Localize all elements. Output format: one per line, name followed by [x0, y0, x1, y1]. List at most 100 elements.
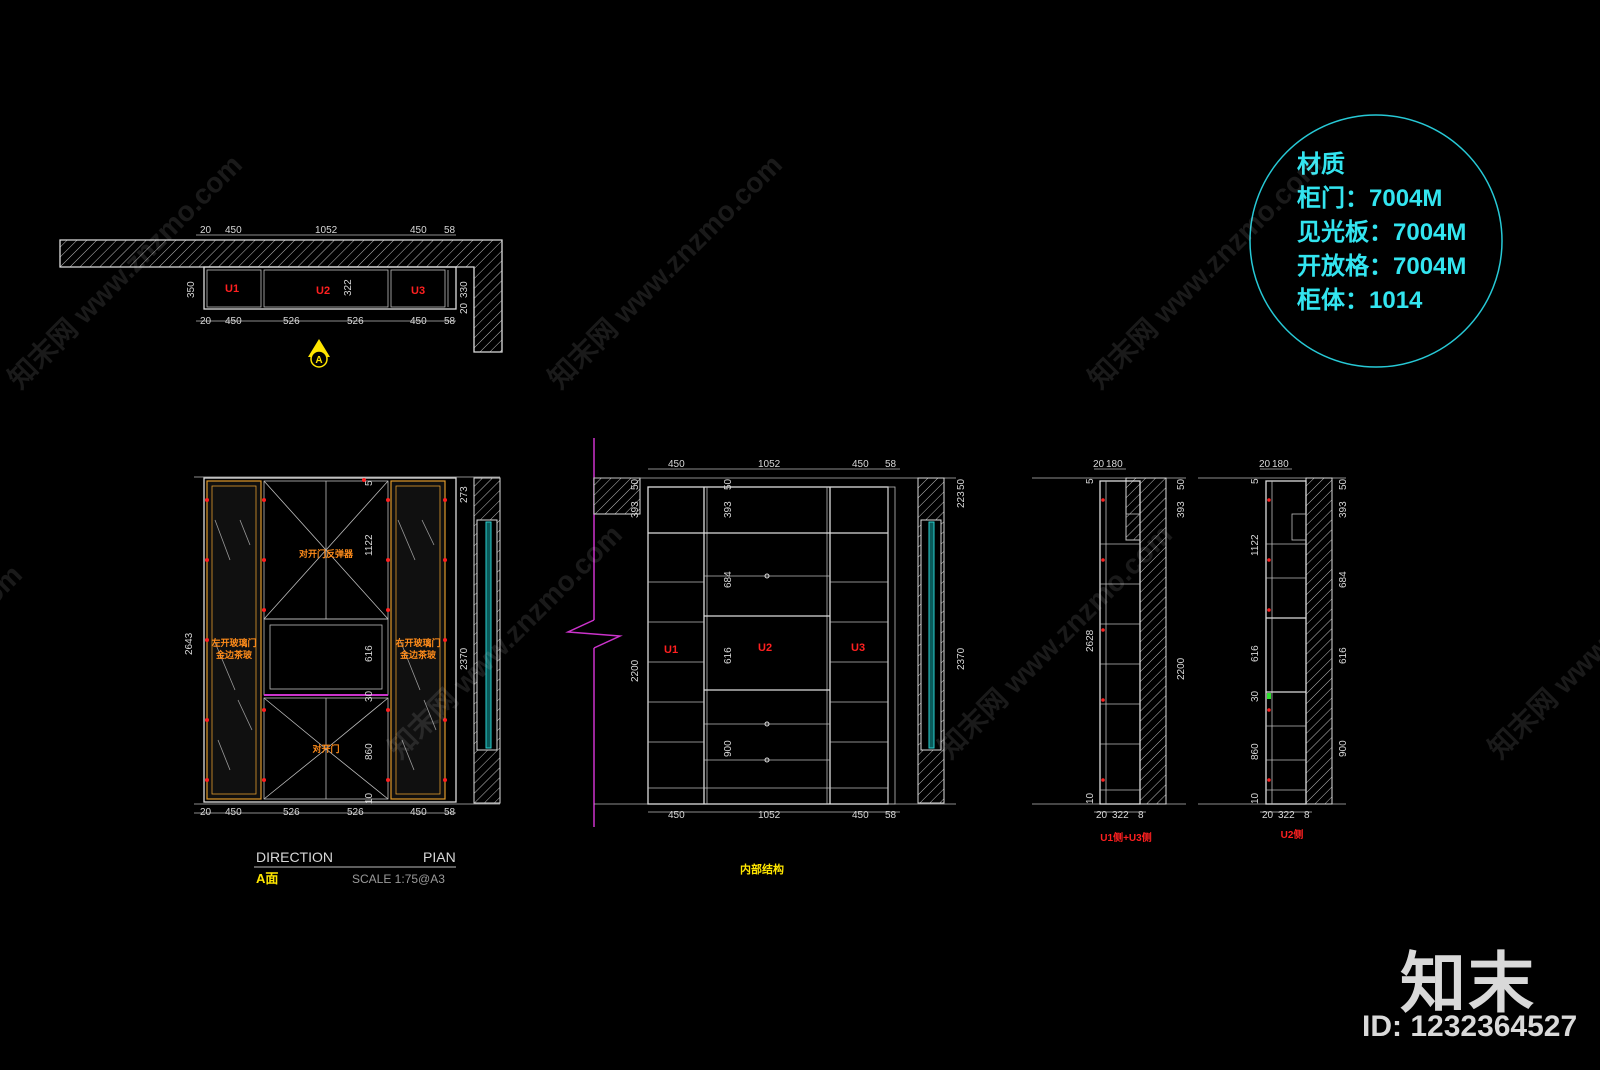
sec2-dim-right-3: 616: [1338, 647, 1349, 664]
internal-dim-top-1: 1052: [758, 459, 781, 470]
sec2-dim-top-0: 20: [1259, 459, 1271, 470]
watermark-7: 知末网 www.znzmo.com: [1482, 518, 1600, 764]
plan-dim-inner: 322: [343, 279, 354, 296]
materials-title: 材质: [1297, 151, 1345, 178]
section-u2: 20 180 5 1122 616 30 860 10 50 393 684 6…: [1198, 459, 1349, 841]
elev-dim-center-3: 30: [364, 690, 375, 702]
materials-line-1: 见光板：7004M: [1297, 219, 1466, 246]
sec1-dim-left-2: 10: [1085, 792, 1096, 804]
elevation-a: 对开门反弹器 对开门 左开玻璃门 金边茶玻 右开玻璃门 金边茶玻 20 450 …: [184, 476, 501, 886]
plan-dim-bottom-1: 450: [225, 316, 242, 327]
plan-dim-top-3: 450: [410, 225, 427, 236]
elev-cabinet: [203, 477, 457, 803]
plan-dim-left: 350: [186, 281, 197, 298]
elev-dim-bottom-0: 20: [200, 807, 212, 818]
internal-label-u1: U1: [664, 644, 678, 656]
plan-dim-top-4: 58: [444, 225, 456, 236]
plan-dim-bottom-2: 526: [283, 316, 300, 327]
sec1-dim-left-1: 2628: [1085, 629, 1096, 652]
internal-label-u2: U2: [758, 642, 772, 654]
sec1-dim-right-1: 393: [1176, 501, 1187, 518]
internal-dim-bottom-1: 1052: [758, 810, 781, 821]
materials-circle: [1249, 114, 1503, 368]
sec1-top-recess: [1125, 513, 1141, 541]
internal-dim-left-0: 50: [630, 478, 641, 490]
plan-view: 20 450 1052 450 58 20 450 526 526 450 58…: [59, 225, 503, 368]
plan-dim-right-1: 20: [459, 302, 470, 314]
elev-dim-bottom-2: 526: [283, 807, 300, 818]
materials-line-2: 开放格：7004M: [1297, 252, 1466, 280]
sec1-dim-top-1: 180: [1106, 459, 1123, 470]
sec2-dim-left-5: 10: [1250, 792, 1261, 804]
sec2-top-recess: [1291, 513, 1307, 541]
title-block: DIRECTION PIAN A面 SCALE 1:75@A3: [254, 849, 456, 886]
sec1-dim-bottom-0: 20: [1096, 810, 1108, 821]
plan-dim-bottom-5: 58: [444, 316, 456, 327]
plan-dim-top-0: 20: [200, 225, 212, 236]
internal-dim-center-1: 393: [723, 501, 734, 518]
internal-dim-bottom-3: 58: [885, 810, 897, 821]
sec2-marker: [1267, 693, 1271, 699]
elev-dim-bottom-3: 526: [347, 807, 364, 818]
internal-shelves-u2: [704, 575, 830, 789]
plan-dim-bottom-4: 450: [410, 316, 427, 327]
plan-wall: [59, 239, 503, 353]
sec2-dim-bottom-1: 322: [1278, 810, 1295, 821]
sec2-dim-right-1: 393: [1338, 501, 1349, 518]
sec1-carcass: [1099, 480, 1141, 805]
elev-label-left-door-1: 左开玻璃门: [210, 637, 256, 648]
internal-dim-right-2: 2370: [956, 647, 967, 670]
internal-wall-glass: [928, 521, 935, 749]
elev-label-left-door-2: 金边茶玻: [215, 649, 253, 660]
plan-dim-bottom-3: 526: [347, 316, 364, 327]
sec2-dim-top-1: 180: [1272, 459, 1289, 470]
elev-dim-right-1: 2370: [459, 647, 470, 670]
view-marker-label: A: [315, 355, 322, 366]
plan-unit-u3: [390, 269, 446, 308]
internal-dim-bottom-2: 450: [852, 810, 869, 821]
internal-label-u3: U3: [851, 642, 865, 654]
plan-dim-top-2: 1052: [315, 225, 338, 236]
watermark-4: 知末网 www.znzmo.com: [0, 558, 28, 804]
sec1-dim-right-0: 50: [1176, 478, 1187, 490]
watermark-1: 知末网 www.znzmo.com: [2, 148, 248, 394]
watermark-3: 知末网 www.znzmo.com: [1082, 148, 1328, 394]
elev-dim-center-1: 1122: [364, 534, 375, 556]
elev-dim-center-0: 5: [364, 480, 375, 486]
internal-shelves-u1: [648, 581, 704, 789]
plan-cabinet-outline: [203, 266, 457, 310]
sec2-dim-left-1: 1122: [1250, 534, 1261, 556]
sec1-hinges: [1101, 498, 1105, 782]
sec2-dim-right-0: 50: [1338, 478, 1349, 490]
elev-dim-bottom-4: 450: [410, 807, 427, 818]
sec2-dim-bottom-2: 8: [1304, 810, 1310, 821]
brand-logo: 知末: [1400, 946, 1536, 1020]
elev-label-right-door-1: 右开玻璃门: [394, 637, 440, 648]
sec2-dim-right-2: 684: [1338, 571, 1349, 588]
plan-label-u3: U3: [411, 285, 425, 297]
internal-handles: [764, 573, 770, 763]
internal-dim-center-0: 50: [723, 478, 734, 490]
sec2-caption: U2侧: [1281, 828, 1304, 841]
watermark-2: 知末网 www.znzmo.com: [542, 148, 788, 394]
elev-dim-center-2: 616: [364, 645, 375, 662]
sec2-dim-left-4: 860: [1250, 743, 1261, 760]
plan-unit-u1: [206, 269, 262, 308]
internal-dim-center-3: 616: [723, 647, 734, 664]
plan-dim-top-1: 450: [225, 225, 242, 236]
sec1-dim-right-2: 2200: [1176, 657, 1187, 680]
sec2-carcass: [1265, 480, 1307, 805]
internal-dim-top-0: 450: [668, 459, 685, 470]
internal-dim-top-2: 450: [852, 459, 869, 470]
sec1-shelves: [1100, 543, 1140, 791]
internal-dim-bottom-0: 450: [668, 810, 685, 821]
plan-label-u2: U2: [316, 285, 330, 297]
internal-dim-right-1: 50: [956, 478, 967, 490]
sec2-dim-left-2: 616: [1250, 645, 1261, 662]
elev-bottom-doors-swing: [263, 697, 389, 800]
elev-dim-bottom-1: 450: [225, 807, 242, 818]
sec2-dim-right-4: 900: [1338, 740, 1349, 757]
plan-dim-bottom-0: 20: [200, 316, 212, 327]
internal-caption: 内部结构: [740, 862, 784, 876]
section-u1u3: 20 180 5 2628 10 50 393 2200 20 322 8 U1…: [1032, 459, 1187, 844]
